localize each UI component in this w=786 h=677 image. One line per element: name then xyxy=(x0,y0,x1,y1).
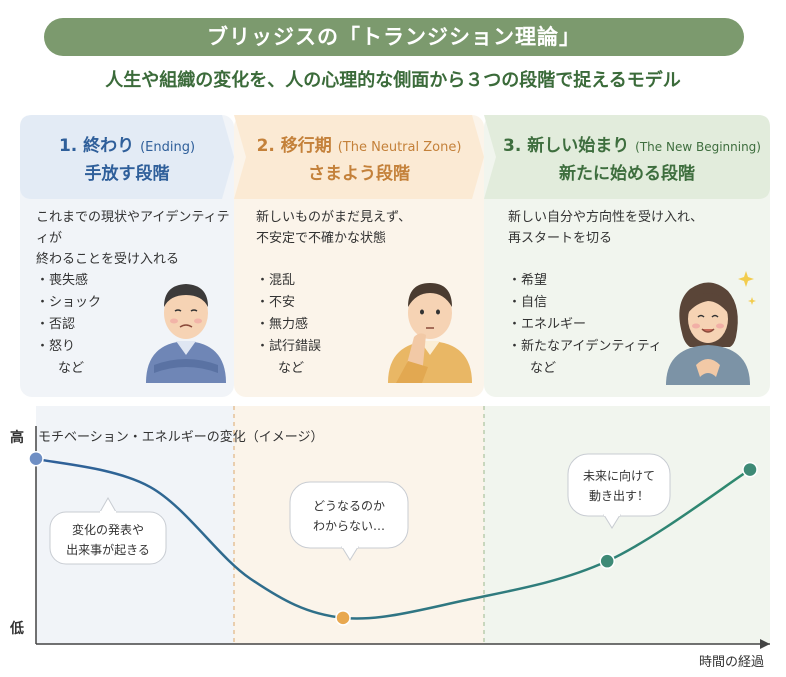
phase-beginning-english: (The New Beginning) xyxy=(635,140,761,154)
feeling-item: ・試行錯誤 xyxy=(256,339,322,354)
phase-ending-english: (Ending) xyxy=(140,140,196,155)
feeling-etc: など xyxy=(530,361,557,376)
hopeful-woman-icon xyxy=(666,271,756,385)
bubble-line: 動き出す！ xyxy=(589,489,649,503)
bubble-line: どうなるのか xyxy=(313,499,385,513)
x-axis-arrow xyxy=(760,639,770,649)
bubble-line: 未来に向けて xyxy=(583,468,655,483)
phase-beginning-title: 3. 新しい始まり (The New Beginning) xyxy=(484,131,770,156)
thinking-man-icon xyxy=(388,283,472,383)
phase-neutral-title: 2. 移行期 (The Neutral Zone) xyxy=(234,131,484,156)
bubble-beginning: 未来に向けて 動き出す！ xyxy=(567,453,671,529)
phase-beginning-header-bg xyxy=(484,115,770,199)
phase-ending-subtitle: 手放す段階 xyxy=(84,164,170,184)
motivation-chart: 変化の発表や 出来事が起きる どうなるのか わからない… 未来に向けて 動き出す… xyxy=(0,400,786,677)
feeling-item: ・不安 xyxy=(256,295,296,310)
motivation-curve xyxy=(35,457,751,620)
feeling-item: ・自信 xyxy=(508,295,548,310)
phase-ending-title: 1. 終わり (Ending) xyxy=(20,131,234,156)
page-subtitle: 人生や組織の変化を、人の心理的な側面から３つの段階で捉えるモデル xyxy=(105,70,681,91)
phase-neutral-panel: 2. 移行期 (The Neutral Zone) さまよう段階 新しいものがま… xyxy=(234,115,484,397)
sad-man-arms-crossed-icon xyxy=(146,284,226,383)
feeling-item: ・怒り xyxy=(36,339,76,354)
curve-marker xyxy=(335,610,351,626)
bubble-line: 変化の発表や xyxy=(72,522,144,537)
feeling-etc: など xyxy=(278,361,305,376)
description-line: これまでの現状やアイデンティティが xyxy=(36,210,230,246)
phase-beginning-panel: 3. 新しい始まり (The New Beginning) 新たに始める段階 新… xyxy=(484,115,770,397)
feeling-item: ・希望 xyxy=(508,273,548,288)
phase-neutral-header-bg xyxy=(234,115,484,199)
phase-ending-number-title: 1. 終わり xyxy=(58,136,135,156)
phase-beginning-number-title: 3. 新しい始まり xyxy=(503,136,630,156)
chart-title: モチベーション・エネルギーの変化（イメージ） xyxy=(38,430,324,445)
y-axis-low-label: 低 xyxy=(10,621,24,637)
phase-neutral-feelings: ・混乱 ・不安 ・無力感 ・試行錯誤 など xyxy=(256,270,321,380)
feeling-etc: など xyxy=(58,361,85,376)
feeling-item: ・無力感 xyxy=(256,317,309,332)
curve-marker xyxy=(742,461,758,478)
bubble-line: 出来事が起きる xyxy=(66,542,150,557)
phase-neutral-english: (The Neutral Zone) xyxy=(337,140,462,155)
x-axis-label: 時間の経過 xyxy=(698,655,764,670)
bubble-ending: 変化の発表や 出来事が起きる xyxy=(49,496,167,565)
description-line: 不安定で不確かな状態 xyxy=(256,231,387,246)
bubble-line: わからない… xyxy=(313,519,385,533)
curve-marker xyxy=(28,450,44,467)
description-line: 終わることを受け入れる xyxy=(36,252,180,267)
feeling-item: ・新たなアイデンティティ xyxy=(508,339,662,354)
phase-neutral-number-title: 2. 移行期 xyxy=(256,136,332,156)
feeling-item: ・喪失感 xyxy=(36,273,89,288)
phase-beginning-zone xyxy=(484,406,770,644)
y-axis-high-label: 高 xyxy=(10,430,24,446)
description-line: 新しいものがまだ見えず、 xyxy=(256,210,412,225)
feeling-item: ・否認 xyxy=(36,317,76,332)
phase-ending-feelings: ・喪失感 ・ショック ・否認 ・怒り など xyxy=(36,270,101,380)
chart-svg: 変化の発表や 出来事が起きる どうなるのか わからない… 未来に向けて 動き出す… xyxy=(28,406,770,649)
page-title: ブリッジスの「トランジション理論」 xyxy=(44,18,744,56)
description-line: 再スタートを切る xyxy=(508,231,613,246)
feeling-item: ・ショック xyxy=(36,295,102,310)
phase-ending-header-bg xyxy=(20,115,234,199)
curve-marker xyxy=(599,553,615,569)
phase-beginning-feelings: ・希望 ・自信 ・エネルギー ・新たなアイデンティティ など xyxy=(508,270,662,380)
phase-beginning-subtitle: 新たに始める段階 xyxy=(559,164,695,184)
feeling-item: ・エネルギー xyxy=(508,317,587,332)
feeling-item: ・混乱 xyxy=(256,273,296,288)
phase-beginning-description: 新しい自分や方向性を受け入れ、 再スタートを切る xyxy=(508,207,703,249)
phase-neutral-description: 新しいものがまだ見えず、 不安定で不確かな状態 xyxy=(256,207,411,249)
phase-ending-panel: 1. 終わり (Ending) 手放す段階 これまでの現状やアイデンティティが … xyxy=(20,115,234,397)
phase-neutral-subtitle: さまよう段階 xyxy=(308,164,410,184)
bubble-neutral: どうなるのか わからない… xyxy=(289,481,409,561)
description-line: 新しい自分や方向性を受け入れ、 xyxy=(508,210,704,225)
phase-ending-description: これまでの現状やアイデンティティが 終わることを受け入れる xyxy=(36,207,234,270)
